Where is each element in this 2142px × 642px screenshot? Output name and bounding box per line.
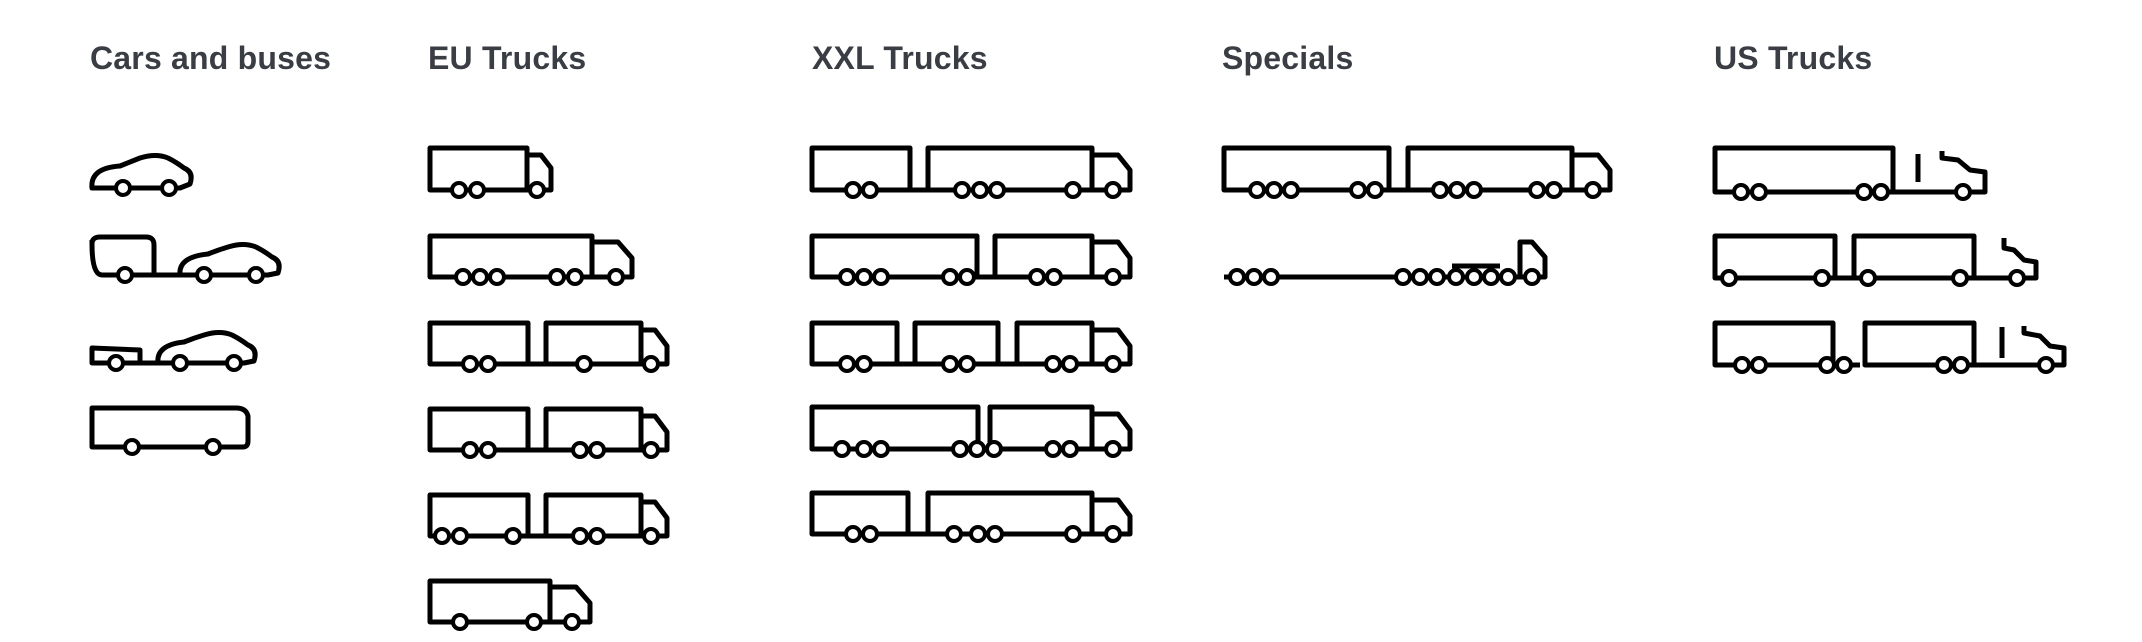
low-loader-heavy-haulage-icon[interactable]: [1224, 239, 1548, 286]
column-title-specials: Specials: [1222, 40, 1354, 76]
double-semi-trailer-truck-icon[interactable]: [1221, 145, 1613, 199]
column-title-eu-trucks: EU Trucks: [428, 40, 587, 76]
truck-icon[interactable]: [427, 145, 554, 199]
caravan-and-car-icon[interactable]: [89, 234, 282, 284]
us-long-trailer-tractor-icon[interactable]: [1712, 145, 1988, 201]
truck-with-center-axle-trailer-icon[interactable]: [427, 320, 670, 373]
b-double-combination-icon[interactable]: [809, 404, 1133, 458]
long-truck-icon[interactable]: [427, 578, 593, 631]
us-double-trailer-tractor-icon[interactable]: [1712, 233, 2039, 287]
column-title-cars-and-buses: Cars and buses: [90, 40, 332, 76]
column-title-us-trucks: US Trucks: [1714, 40, 1873, 76]
car-icon[interactable]: [89, 153, 194, 197]
road-train-three-unit-icon[interactable]: [809, 320, 1133, 373]
semi-trailer-with-truck-icon[interactable]: [809, 233, 1133, 286]
truck-with-trailer-icon[interactable]: [427, 406, 670, 459]
truck-with-dolly-and-trailer-icon[interactable]: [809, 490, 1133, 543]
truck-with-long-trailer-icon[interactable]: [809, 145, 1133, 199]
us-triple-trailer-tractor-icon[interactable]: [1712, 320, 2067, 374]
semi-trailer-truck-icon[interactable]: [427, 233, 635, 286]
column-title-xxl-trucks: XXL Trucks: [812, 40, 988, 76]
bus-icon[interactable]: [89, 405, 251, 456]
small-trailer-and-car-icon[interactable]: [89, 330, 258, 372]
truck-with-drawbar-trailer-icon[interactable]: [427, 492, 670, 545]
